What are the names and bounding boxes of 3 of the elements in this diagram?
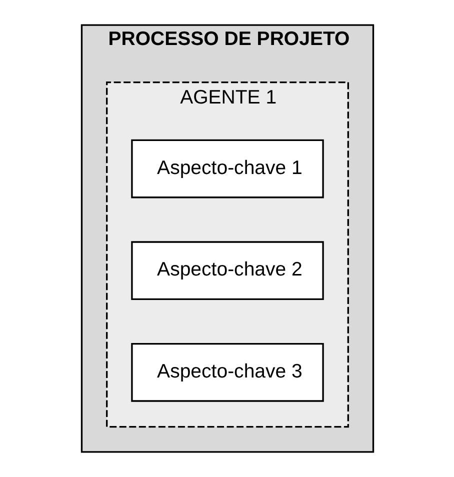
node-box: Aspecto-chave 1: [130, 139, 324, 198]
node-box: Aspecto-chave 3: [130, 342, 324, 402]
node-box: Aspecto-chave 2: [130, 241, 324, 300]
